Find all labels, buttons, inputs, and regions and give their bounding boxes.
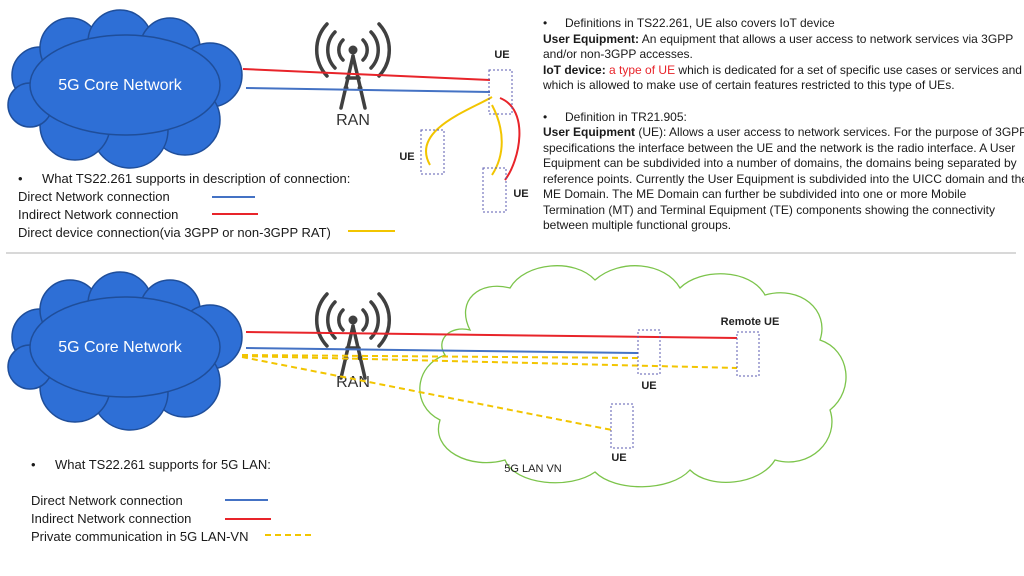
bottom-private-line-2: [241, 355, 738, 369]
ue-tr-line-6: Termination (MT) and Terminal Equipment …: [543, 202, 995, 217]
bottom-cloud-label: 5G Core Network: [58, 339, 183, 356]
top-ue-box-3: [482, 167, 507, 213]
lan-vn-label: 5G LAN VN: [504, 463, 562, 475]
bottom-legend-item-direct: Direct Network connection: [31, 493, 183, 508]
remote-ue-label: Remote UE: [721, 316, 780, 328]
top-ue-label-1: UE: [494, 49, 509, 61]
bottom-indirect-line: [245, 331, 738, 339]
iot-definition-cont: which is allowed to make use of certain …: [543, 78, 955, 92]
definition-bullet-1: •Definitions in TS22.261, UE also covers…: [543, 16, 835, 30]
top-legend: •What TS22.261 supports in description o…: [18, 170, 350, 242]
ue-tr-line-3: Equipment can be subdivided into a numbe…: [543, 156, 1017, 170]
lan-vn-cloud: [419, 265, 847, 488]
definition-bullet-2: •Definition in TR21.905:: [543, 109, 687, 124]
top-indirect-line: [242, 68, 491, 81]
definitions-panel: •Definitions in TS22.261, UE also covers…: [543, 16, 1024, 234]
top-cloud-label: 5G Core Network: [58, 77, 183, 94]
bottom-ran-tower-icon: [314, 292, 392, 380]
ue-tr-line-7: between multiple functional groups.: [543, 218, 732, 232]
bottom-private-line-1: [241, 354, 639, 359]
bottom-ue-box-2: [610, 403, 634, 449]
top-ue-label-3: UE: [513, 188, 528, 200]
bottom-ue-label-1: UE: [641, 380, 656, 392]
top-legend-item-direct: Direct Network connection: [18, 189, 170, 204]
bottom-ue-label-2: UE: [611, 452, 626, 464]
ue-tr-definition: User Equipment (UE): Allows a user acces…: [543, 125, 1024, 139]
ue-definition: User Equipment: An equipment that allows…: [543, 31, 1014, 46]
ue-tr-line-2: specifications the interface between the…: [543, 140, 1016, 155]
bottom-legend-item-indirect: Indirect Network connection: [31, 511, 192, 526]
bottom-direct-line: [245, 347, 639, 354]
top-legend-item-indirect: Indirect Network connection: [18, 207, 179, 222]
top-ue-box-2: [420, 129, 445, 175]
ue-tr-line-5: ME Domain. The ME Domain can further be …: [543, 187, 967, 201]
top-legend-heading: •What TS22.261 supports in description o…: [18, 171, 351, 186]
bottom-legend-item-private: Private communication in 5G LAN-VN: [31, 529, 249, 544]
top-direct-line: [245, 87, 491, 93]
top-ue-box-1: [488, 69, 513, 115]
ue-definition-cont: and/or non-3GPP accesses.: [543, 47, 693, 61]
bottom-legend-heading: •What TS22.261 supports for 5G LAN:: [31, 457, 271, 472]
bottom-ue-box-1: [637, 329, 661, 375]
bottom-legend: •What TS22.261 supports for 5G LAN: Dire…: [31, 456, 271, 546]
ue-tr-line-4: reference points. Currently the User Equ…: [543, 171, 1024, 186]
top-legend-item-device: Direct device connection(via 3GPP or non…: [18, 225, 331, 240]
top-ran-tower-icon: [314, 22, 392, 110]
top-ue-label-2: UE: [399, 151, 414, 163]
top-device-link-b: [491, 104, 503, 176]
top-device-link-a: [425, 96, 493, 166]
remote-ue-box: [736, 331, 760, 377]
iot-definition: IoT device: a type of UE which is dedica…: [543, 62, 1022, 77]
top-indirect-ue-link: [499, 97, 521, 181]
top-ran-label: RAN: [336, 112, 370, 129]
bottom-private-line-3: [241, 356, 613, 431]
